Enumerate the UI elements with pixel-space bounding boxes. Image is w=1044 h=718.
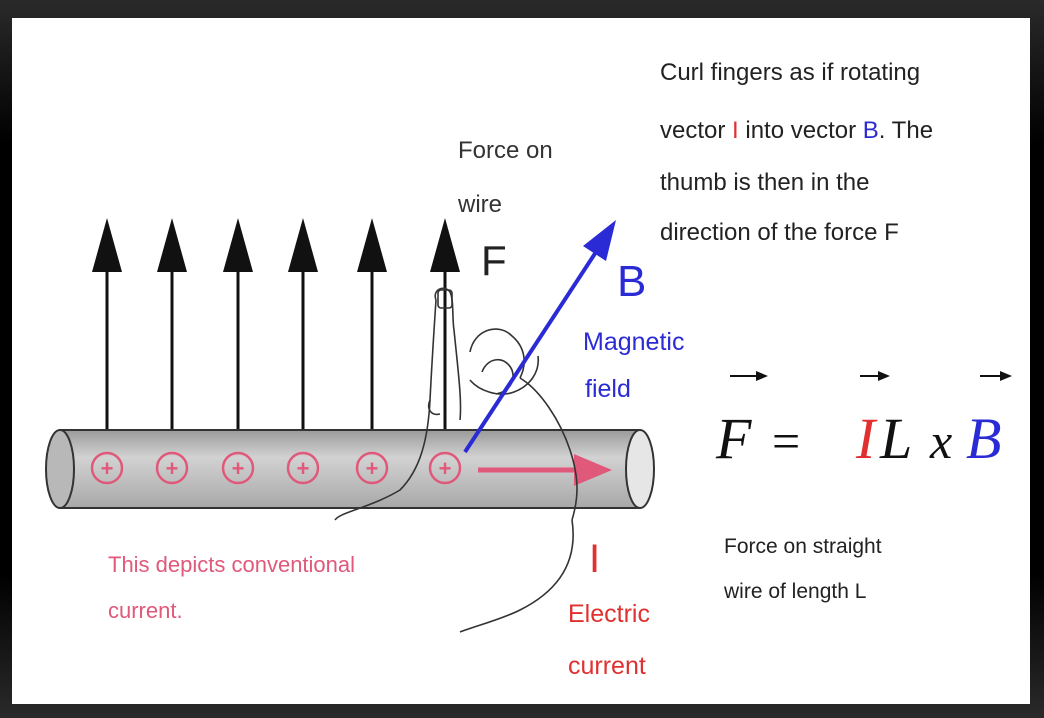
charge: +	[355, 451, 389, 485]
force-arrow	[92, 218, 122, 430]
charge-sign: +	[101, 456, 114, 481]
equation-x: x	[929, 413, 952, 469]
equation-i: I	[855, 406, 878, 471]
current-label-line2: current	[568, 652, 646, 680]
instruction-line2: vector I into vector B. The	[660, 117, 933, 144]
force-label-line1: Force on	[458, 137, 553, 164]
field-label-line2: field	[585, 375, 631, 403]
charge: +	[286, 451, 320, 485]
force-arrows	[92, 218, 460, 430]
note-line2: current.	[108, 598, 183, 623]
charge-sign: +	[232, 456, 245, 481]
charge: +	[428, 451, 462, 485]
equation-equals: =	[772, 413, 800, 469]
field-label: B Magnetic field	[583, 257, 684, 403]
instruction-line2-a: vector	[660, 117, 732, 144]
instruction-line4: direction of the force F	[660, 219, 899, 246]
force-equation: F = I L x B	[715, 371, 1012, 471]
current-symbol: I	[589, 537, 600, 581]
equation-l: L	[879, 406, 912, 471]
force-arrow	[430, 218, 460, 430]
force-arrow	[157, 218, 187, 430]
caption-line1: Force on straight	[724, 535, 882, 558]
force-label: Force on wire F	[457, 137, 553, 284]
field-symbol: B	[617, 257, 646, 306]
diagram-panel	[12, 18, 1030, 704]
equation-caption: Force on straight wire of length L	[723, 535, 882, 603]
charge-sign: +	[439, 456, 452, 481]
instruction-vector-b: B	[863, 117, 879, 144]
instruction-line2-c: . The	[879, 117, 933, 144]
instruction-line2-b: into vector	[739, 117, 863, 144]
field-label-line1: Magnetic	[583, 328, 684, 356]
equation-f: F	[715, 406, 752, 471]
force-arrow	[288, 218, 318, 430]
instruction-line3: thumb is then in the	[660, 169, 869, 196]
charge: +	[90, 451, 124, 485]
current-arrow	[478, 454, 612, 486]
equation-b: B	[966, 406, 1001, 471]
force-arrow	[223, 218, 253, 430]
force-symbol: F	[481, 237, 507, 284]
caption-line2: wire of length L	[723, 580, 866, 603]
current-label-line1: Electric	[568, 600, 650, 628]
note-line1: This depicts conventional	[108, 552, 355, 577]
instruction-vector-i: I	[732, 117, 739, 144]
current-label: I Electric current	[568, 537, 650, 680]
instruction-line1: Curl fingers as if rotating	[660, 59, 920, 86]
conventional-current-note: This depicts conventional current.	[108, 552, 355, 623]
charge-sign: +	[166, 456, 179, 481]
right-hand-sketch	[334, 287, 578, 633]
instruction-text: Curl fingers as if rotating vector I int…	[660, 59, 933, 246]
magnetic-field-arrow	[463, 220, 616, 454]
charge-sign: +	[297, 456, 310, 481]
charge: +	[155, 451, 189, 485]
charge: +	[221, 451, 255, 485]
force-label-line2: wire	[457, 191, 502, 218]
positive-charges: + + + + + +	[90, 451, 462, 485]
force-arrow	[357, 218, 387, 430]
charge-sign: +	[366, 456, 379, 481]
